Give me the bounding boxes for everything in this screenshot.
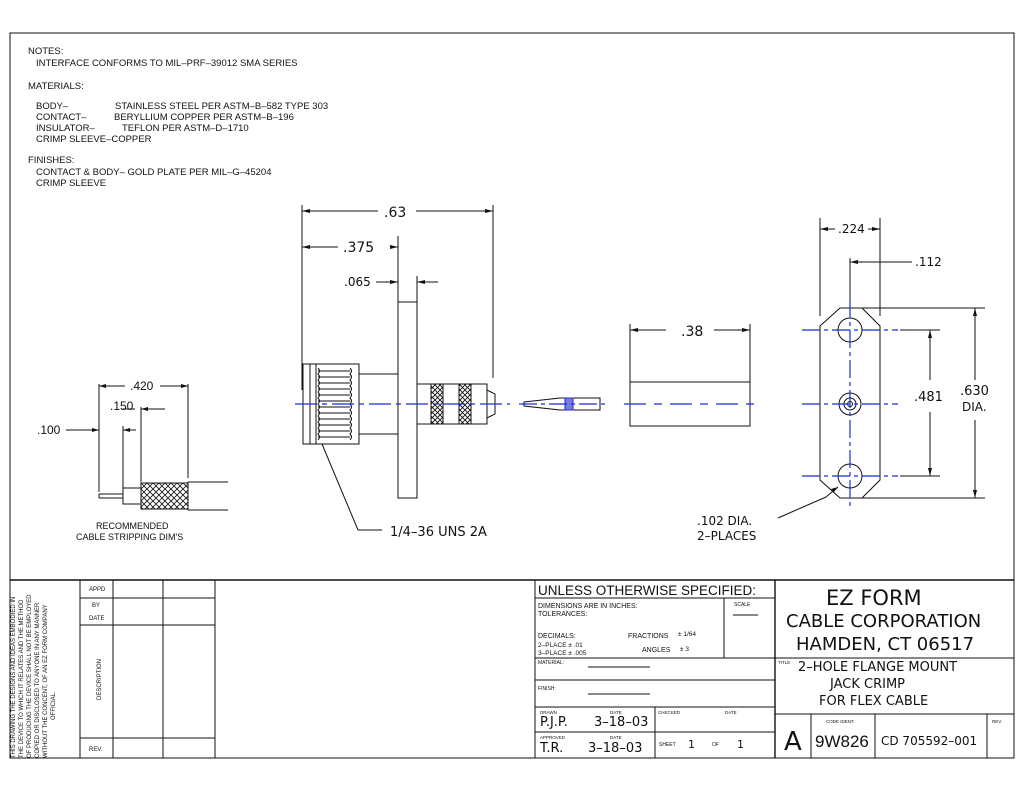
angles-label: ANGLES [642,647,671,654]
dim-112: .112 [915,255,942,269]
sheet-label: SHEET [659,742,676,748]
checked-date-label: DATE [725,710,737,715]
material-value-contact: BERYLLIUM COPPER PER ASTM–B–196 [114,112,294,123]
sheet-border [9,32,1015,759]
title-label: TITLE [778,660,790,665]
code-ident: 9W826 [815,732,869,751]
material-label-insulator: INSULATOR– [36,123,95,134]
drawn-by: P.J.P. [540,715,568,730]
drawn-date: 3–18–03 [594,715,648,730]
label-appd: APPD [89,587,106,593]
approved-by: T.R. [539,741,563,756]
dim-630: .630 [960,384,989,399]
dim-100: .100 [37,423,61,437]
label-description: DESCRIPTION [97,659,103,700]
label-by: BY [92,603,100,609]
finishes-line-2: CRIMP SLEEVE [36,178,106,189]
angles-value: ± 3 [680,646,689,653]
checked-label: CHECKED [658,710,681,715]
unless-otherwise: UNLESS OTHERWISE SPECIFIED: [538,583,756,598]
dim-63: .63 [384,205,406,221]
notes-block: NOTES: INTERFACE CONFORMS TO MIL–PRF–390… [28,46,328,189]
of-label: OF [712,742,719,748]
side-note-5: WITHOUT THE CONCENT, OF AN EZ FORM COMPA… [43,604,49,758]
two-place-tol: 2–PLACE ± .01 [538,642,583,649]
cable-stripping-view: .420 .150 .100 RECOMMEND [37,379,228,542]
drawn-label: DRAWN [540,710,557,715]
material-label: MATERIAL: [538,660,564,666]
title-line-1: 2–HOLE FLANGE MOUNT [798,660,957,675]
side-note-2: THE DEVICE TO WHICH IT RELATES AND THE M… [19,599,25,758]
title-block: THIS DRAWING THE DESIGNS AND IDEAS EMBOD… [10,579,1014,758]
dim-150: .150 [110,399,134,413]
drawn-date-label: DATE [610,710,622,715]
side-note-6: OFFICIAL. [51,691,57,720]
dim-630-dia: DIA. [962,400,987,414]
company-corporation: CABLE CORPORATION [786,611,981,632]
sheet-total: 1 [737,738,744,751]
notes-heading: NOTES: [28,46,63,57]
fractions-label: FRACTIONS [628,633,669,640]
strip-label-1: RECOMMENDED [96,521,169,531]
rev-label-right: REV. [992,719,1002,724]
materials-heading: MATERIALS: [28,81,84,92]
finish-label: FINISH: [538,686,556,692]
decimals-label: DECIMALS: [538,633,576,640]
sheet-number: 1 [688,738,695,751]
crimp-sleeve-view: .38 [624,324,760,427]
thread-callout: 1/4–36 UNS 2A [390,525,487,540]
dim-224: .224 [838,222,865,236]
finishes-heading: FINISHES: [28,155,74,166]
drawing-number: CD 705592–001 [881,734,977,748]
contact-pin-view [519,397,605,411]
dims-in-inches: DIMENSIONS ARE IN INCHES: [538,603,638,610]
material-label-contact: CONTACT– [36,112,87,123]
fractions-value: ± 1/64 [678,631,696,638]
material-label-crimp: CRIMP SLEEVE–COPPER [36,134,152,145]
material-label-body: BODY– [36,101,69,112]
dim-065: .065 [344,275,371,289]
connector-side-view: .63 .375 .065 1/4–36 UNS 2A [295,205,510,540]
dim-375: .375 [343,240,374,256]
approved-label: APPROVED [540,735,566,740]
material-value-insulator: TEFLON PER ASTM–D–1710 [122,123,249,134]
title-line-2: JACK CRIMP [829,677,905,692]
side-note-1: THIS DRAWING THE DESIGNS AND IDEAS EMBOD… [11,597,17,758]
side-note-3: OF PRODUCING THE DEVICE SHALL NOT BE EMP… [27,594,33,758]
tolerances-label: TOLERANCES: [538,611,587,618]
strip-label-2: CABLE STRIPPING DIM'S [76,532,183,542]
approved-date-label: DATE [610,735,622,740]
three-place-tol: 3–PLACE ± .005 [538,650,587,657]
notes-line-1: INTERFACE CONFORMS TO MIL–PRF–39012 SMA … [36,58,298,69]
title-line-3: FOR FLEX CABLE [819,694,928,709]
flange-front-view: .224 .112 .481 .630 DIA. .102 DIA [697,218,989,543]
material-value-body: STAINLESS STEEL PER ASTM–B–582 TYPE 303 [115,101,328,112]
dim-481: .481 [914,390,943,405]
drawing-size: A [784,727,802,757]
label-rev: REV. [89,747,103,753]
hole-places: 2–PLACES [697,529,756,543]
company-name: EZ FORM [826,586,922,610]
approved-date: 3–18–03 [588,741,642,756]
code-ident-label: CODE IDENT. [826,719,855,724]
side-note-4: COPIED OR DISCLOSED TO ANYONE IN ANY MAN… [35,602,41,758]
scale-label: SCALE [734,602,751,608]
hole-dia: .102 DIA. [697,514,752,528]
dim-420: .420 [130,379,154,393]
finishes-line-1: CONTACT & BODY– GOLD PLATE PER MIL–G–452… [36,167,271,178]
company-location: HAMDEN, CT 06517 [796,634,974,655]
dim-38: .38 [681,324,703,340]
label-date: DATE [89,616,105,622]
